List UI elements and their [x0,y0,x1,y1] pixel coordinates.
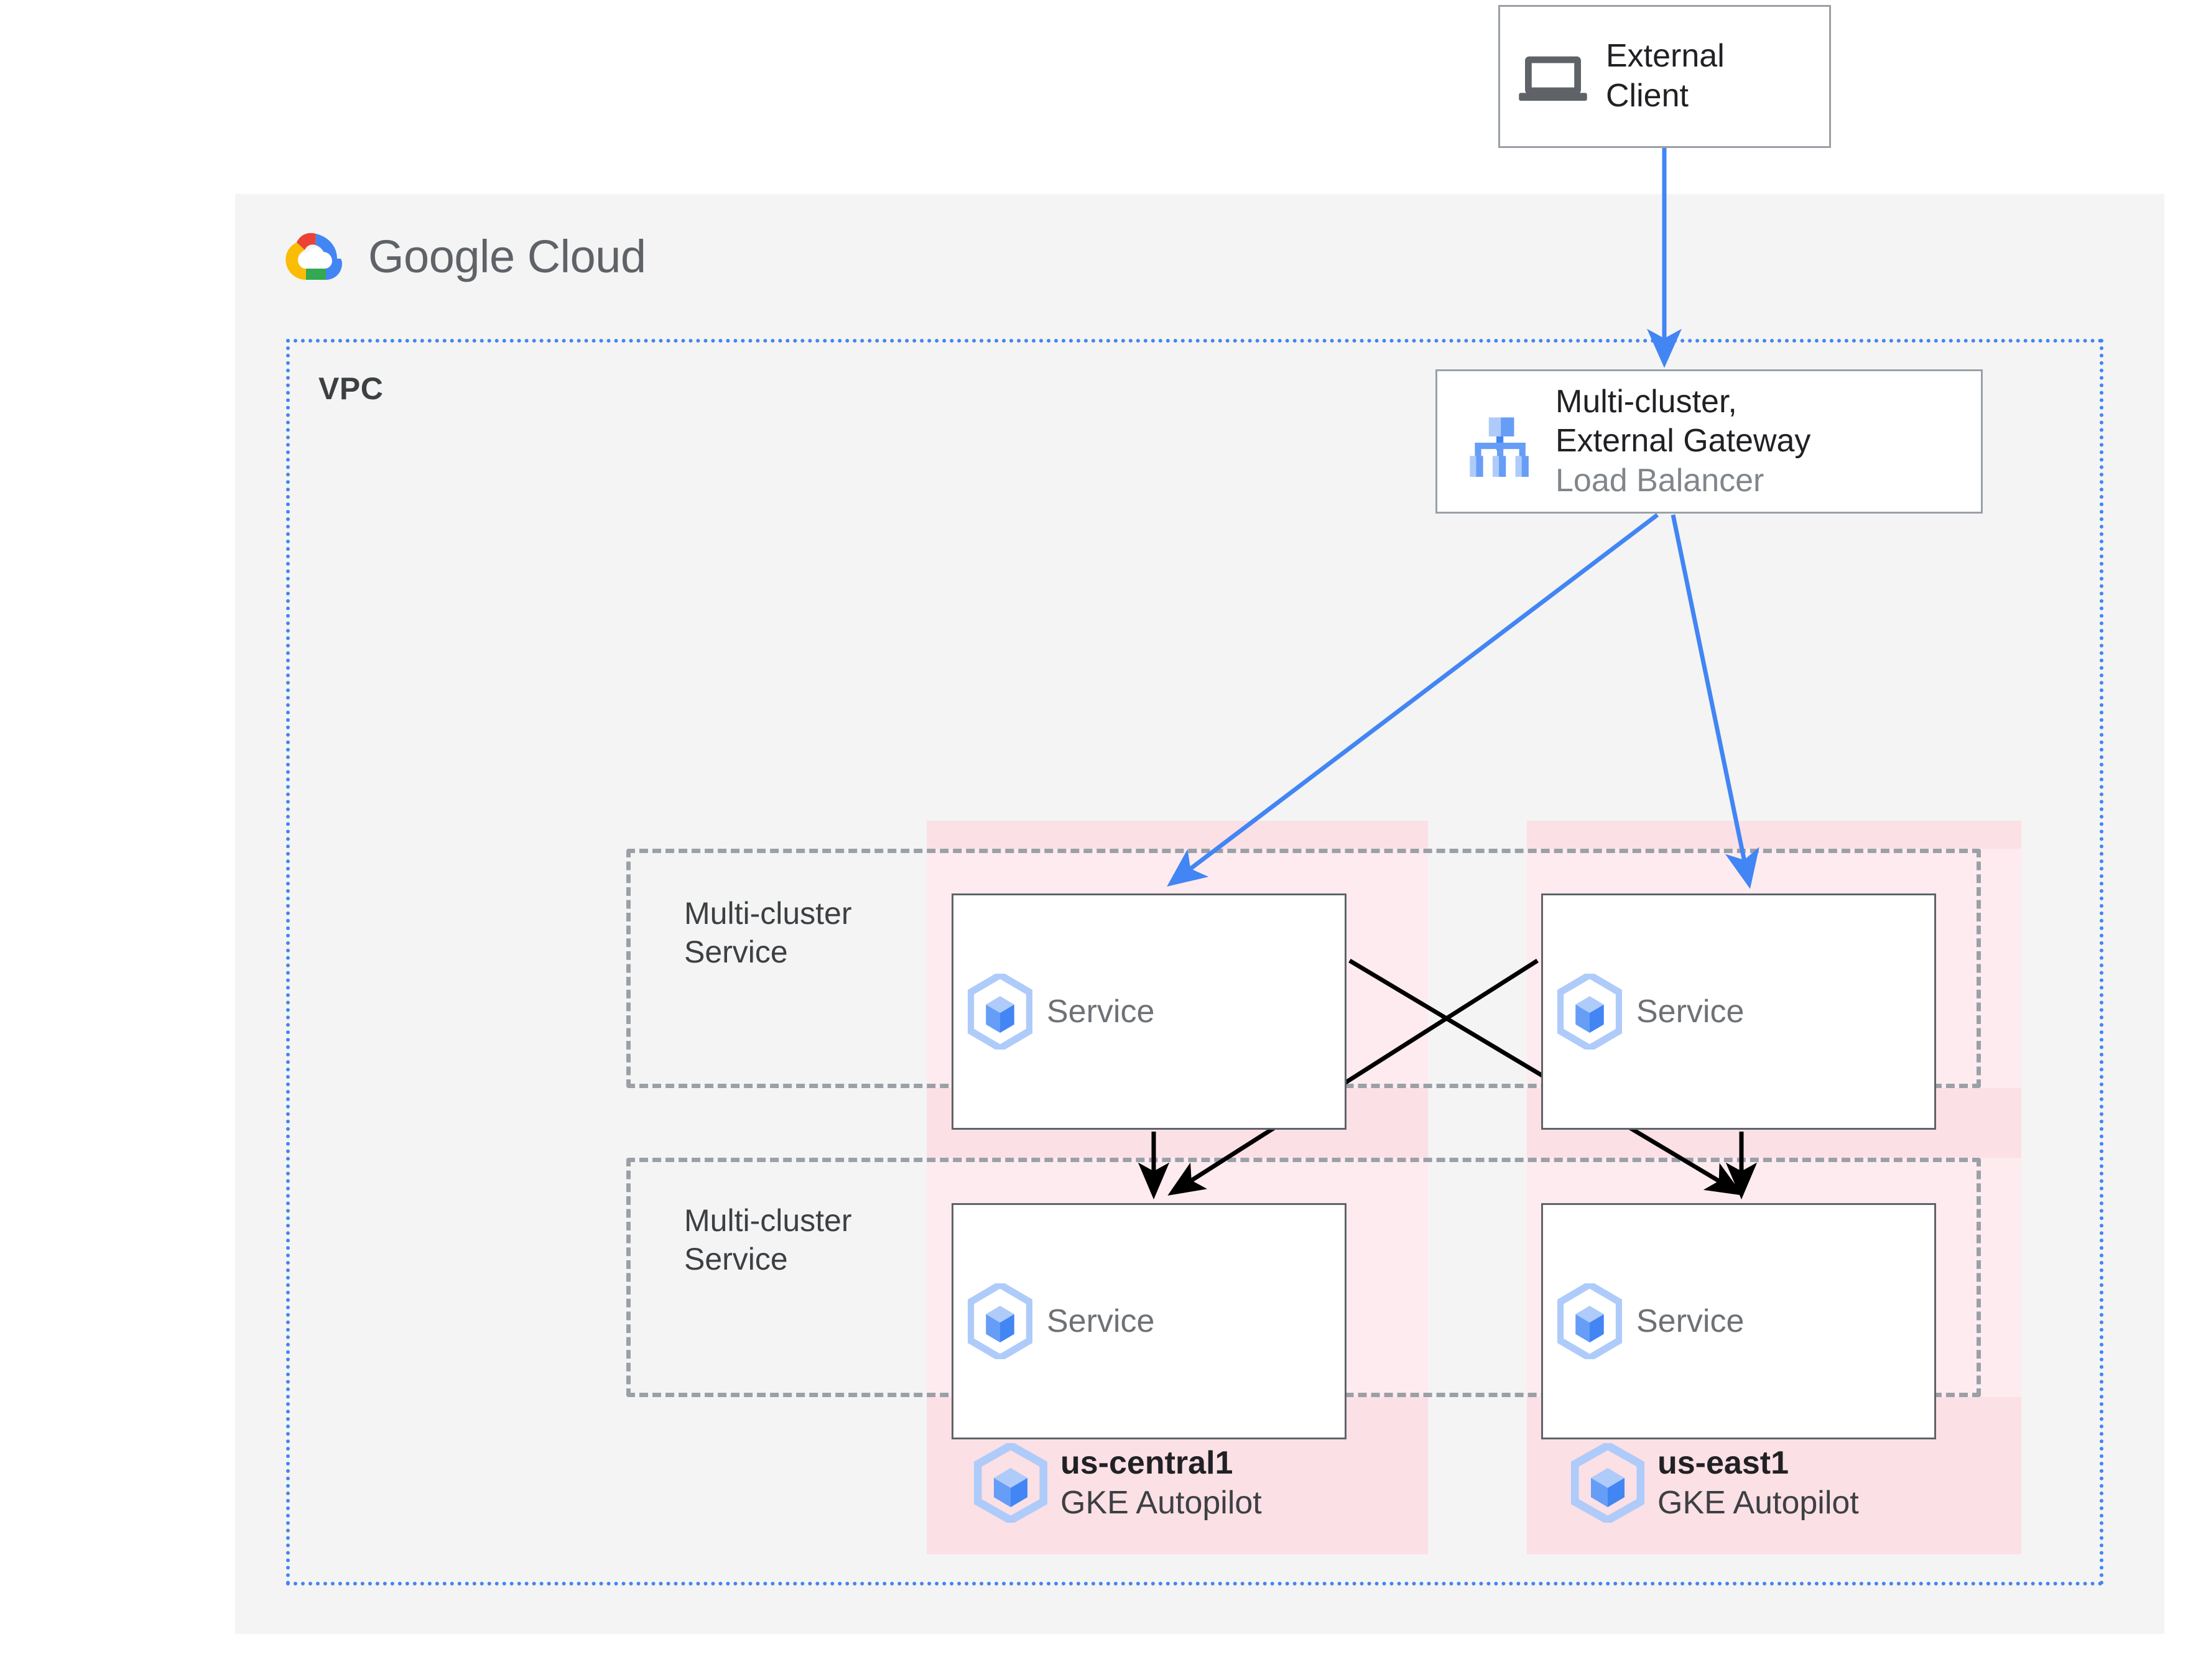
load-balancer-hierarchy-icon [1437,404,1555,479]
cluster-mode: GKE Autopilot [1060,1485,1262,1521]
vpc-boundary [286,339,2103,1585]
gke-service-icon [1543,974,1636,1050]
service-label: Service [1636,1303,1745,1339]
cluster-region: us-east1 [1657,1444,1789,1481]
gke-cluster-icon [1558,1443,1657,1523]
load-balancer-subtitle: Load Balancer [1555,462,1764,499]
service-label: Service [1047,994,1155,1030]
service-label: Service [1047,1303,1155,1339]
gke-service-icon [953,974,1047,1050]
cluster-footer-us-east1: us-east1 GKE Autopilot [1558,1430,2056,1536]
load-balancer-line2: External Gateway [1555,423,1811,459]
brand-cloud: Cloud [527,231,646,282]
gke-service-icon [1543,1283,1636,1359]
brand-google: Google [368,231,515,282]
cluster-region: us-central1 [1060,1444,1233,1481]
service-card-backend-east[interactable]: Service [1541,1203,1936,1439]
external-client-line1: External [1606,38,1725,75]
cluster-mode: GKE Autopilot [1657,1485,1859,1521]
mcs-label-1-line1: Multi-cluster [684,896,852,931]
external-client-box[interactable]: External Client [1498,5,1831,148]
vpc-label: VPC [318,371,384,406]
load-balancer-box[interactable]: Multi-cluster, External Gateway Load Bal… [1435,369,1983,514]
mcs-label-2-line1: Multi-cluster [684,1203,852,1238]
service-card-frontend-east[interactable]: Service [1541,893,1936,1130]
google-cloud-logo-icon [279,229,348,286]
gke-service-icon [953,1283,1047,1359]
cluster-footer-us-central1: us-central1 GKE Autopilot [961,1430,1458,1536]
service-label: Service [1636,994,1745,1030]
external-client-line2: Client [1606,78,1689,114]
load-balancer-line1: Multi-cluster, [1555,383,1737,420]
service-card-frontend-west[interactable]: Service [952,893,1347,1130]
service-card-backend-west[interactable]: Service [952,1203,1347,1439]
laptop-icon [1500,49,1606,104]
google-cloud-wordmark: Google Cloud [368,230,646,283]
multicluster-service-label-2: Multi-cluster Service [684,1201,851,1278]
mcs-label-1-line2: Service [684,935,788,969]
gke-cluster-icon [961,1443,1060,1523]
multicluster-service-label-1: Multi-cluster Service [684,894,851,971]
mcs-label-2-line2: Service [684,1242,788,1276]
